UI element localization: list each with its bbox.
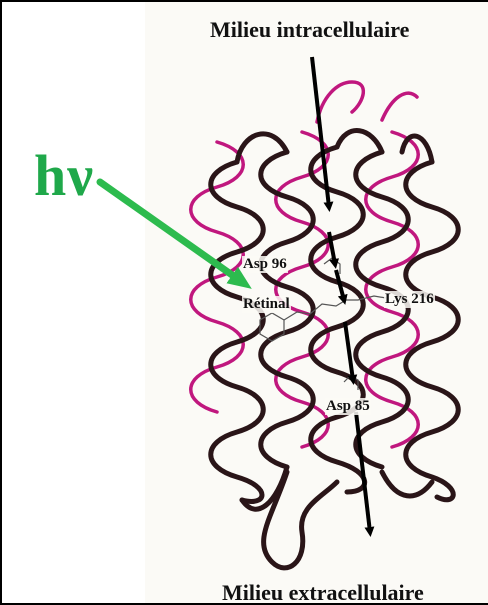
intracellular-label: Milieu intracellulaire [210,17,409,43]
retinal-label: Rétinal [242,296,291,313]
loop-magenta-top-2 [382,93,417,120]
loop-top-1 [237,134,287,162]
extracellular-label: Milieu extracellulaire [222,580,424,605]
proton-arrow-4 [345,322,353,380]
light-symbol-label: hν [34,142,94,209]
asp96-label: Asp 96 [242,256,288,273]
helix-group-magenta [191,82,419,447]
helix-group-dark [211,131,459,568]
loop-bottom-2 [264,472,337,568]
lys216-label: Lys 216 [384,291,435,308]
asp85-label: Asp 85 [325,398,371,415]
loop-magenta-top [317,82,363,122]
helix-magenta-b [276,132,329,447]
helix-5 [406,162,459,500]
loop-top-2 [337,131,382,152]
